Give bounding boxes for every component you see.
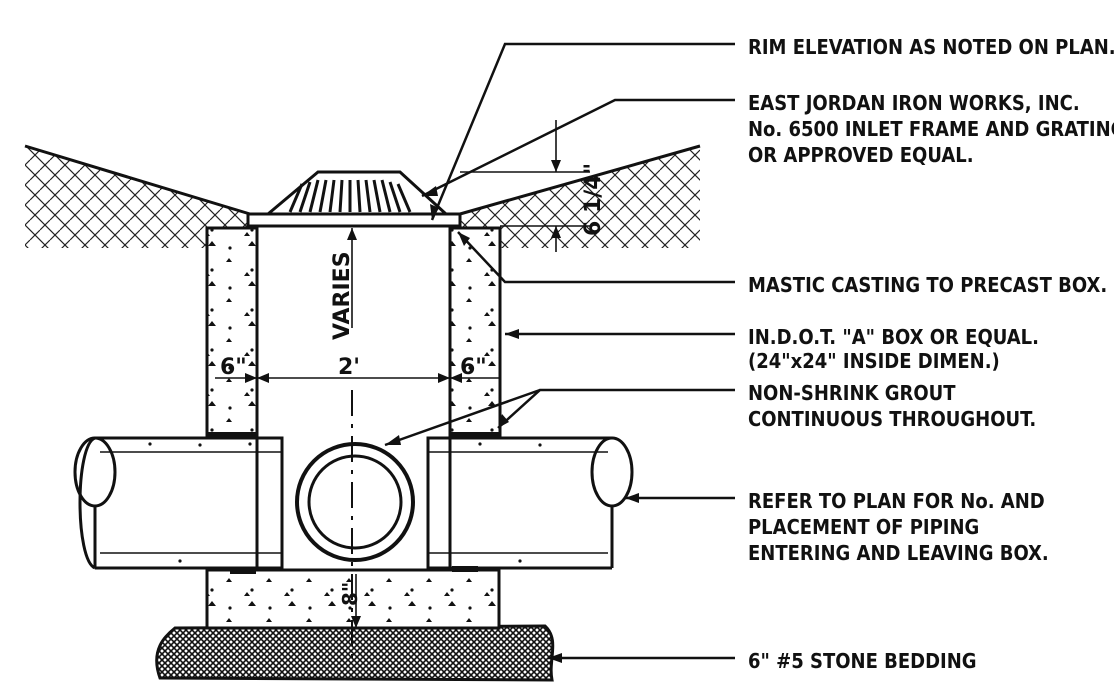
dim-varies (347, 228, 357, 328)
callout-grout-line2: CONTINUOUS THROUGHOUT. (748, 407, 1036, 431)
callout-rim: RIM ELEVATION AS NOTED ON PLAN. (748, 35, 1114, 59)
dim-width (215, 373, 500, 383)
dim-varies-label: VARIES (330, 251, 355, 340)
box-wall-right (448, 226, 502, 437)
inlet-frame-grating (246, 170, 462, 228)
callout-box-line1: IN.D.O.T. "A" BOX OR EQUAL. (748, 325, 1039, 349)
callout-pipe-line2: PLACEMENT OF PIPING (748, 515, 979, 539)
callout-frame-line2: No. 6500 INLET FRAME AND GRATING (748, 117, 1114, 141)
stone-bedding (155, 624, 555, 682)
pipe-left (73, 436, 284, 570)
callout-pipe-line3: ENTERING AND LEAVING BOX. (748, 541, 1049, 565)
leader-arrowheads (385, 186, 639, 663)
dim-base-label: 8" (338, 582, 362, 606)
pipe-center-section (295, 442, 415, 562)
dim-base (351, 574, 361, 628)
callout-bedding: 6" #5 STONE BEDDING (748, 649, 977, 673)
callout-mastic: MASTIC CASTING TO PRECAST BOX. (748, 273, 1107, 297)
dim-grate-height-label: 6 1/4" (581, 163, 606, 236)
callout-frame-line1: EAST JORDAN IRON WORKS, INC. (748, 91, 1080, 115)
pipe-right (426, 436, 634, 570)
callout-box-line2: (24"x24" INSIDE DIMEN.) (748, 349, 1000, 373)
dim-wall-left-label: 6" (220, 355, 247, 380)
leader-lines (384, 42, 735, 660)
grout-right (450, 432, 500, 437)
box-wall-left (205, 226, 259, 437)
dim-inside-width-label: 2' (338, 355, 360, 380)
callout-pipe-line1: REFER TO PLAN FOR No. AND (748, 489, 1045, 513)
callout-grout-line1: NON-SHRINK GROUT (748, 381, 956, 405)
dim-wall-right-label: 6" (460, 355, 487, 380)
callout-frame-line3: OR APPROVED EQUAL. (748, 143, 974, 167)
grout-left (207, 432, 257, 437)
